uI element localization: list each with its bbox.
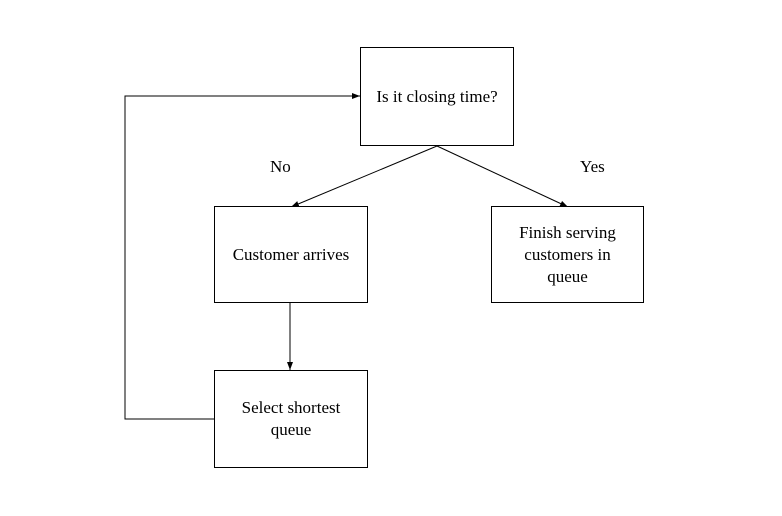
process-node-finish-serving: Finish serving customers in queue xyxy=(491,206,644,303)
decision-node-closing-time-label: Is it closing time? xyxy=(376,86,498,106)
edge-loop-back-arrow xyxy=(124,93,360,420)
decision-node-closing-time: Is it closing time? xyxy=(360,47,514,146)
edge-no-arrow xyxy=(290,145,438,208)
process-node-select-queue: Select shortest queue xyxy=(214,370,368,468)
process-node-select-queue-label: Select shortest queue xyxy=(241,398,341,439)
edge-label-yes: Yes xyxy=(580,157,605,176)
edge-label-no: No xyxy=(270,157,291,176)
process-node-customer-arrives: Customer arrives xyxy=(214,206,368,303)
process-node-finish-serving-label: Finish serving customers in queue xyxy=(519,222,616,286)
edge-yes-arrow xyxy=(436,145,569,208)
process-node-customer-arrives-label: Customer arrives xyxy=(232,244,350,264)
